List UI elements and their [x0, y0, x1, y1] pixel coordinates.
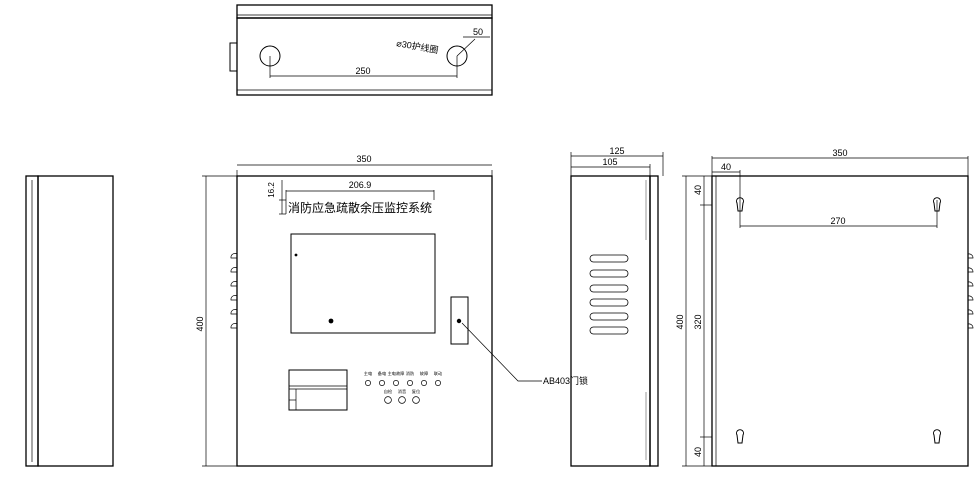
top-view-hole-label: ⌀30护线圈 — [396, 37, 440, 55]
back-dim-width: 350 — [832, 148, 847, 158]
indicator-led — [435, 380, 441, 386]
side-dim-depth-outer: 125 — [609, 146, 624, 156]
back-cabinet — [711, 175, 969, 467]
indicator-label: 主电故障 — [388, 370, 405, 377]
top-view-dim-hole-spacing: 250 — [355, 66, 370, 76]
button-label: 复位 — [412, 388, 420, 395]
front-dim-height: 400 — [195, 316, 205, 331]
indicator-led — [393, 380, 399, 386]
top-view-body — [236, 17, 493, 96]
self-test-button[interactable] — [384, 396, 392, 404]
indicator-label: 备电 — [378, 370, 387, 377]
hinge-tab — [967, 323, 974, 329]
left-side-body — [37, 175, 114, 467]
back-dim-height: 400 — [675, 314, 685, 329]
front-dim-title-height: 16.2 — [267, 182, 276, 198]
back-view: 350 40 270 400 40 320 40 — [675, 148, 974, 467]
side-body — [570, 175, 651, 467]
top-view-leader — [456, 38, 476, 57]
hinge-tab — [230, 267, 238, 273]
indicator-led — [407, 380, 413, 386]
top-view-hinge — [229, 42, 238, 72]
lock-callout-label: AB403门锁 — [543, 375, 588, 386]
top-view: 250 50 ⌀30护线圈 — [229, 4, 493, 96]
display-indicator-dot — [294, 253, 298, 257]
keyhole-slot — [933, 197, 941, 212]
door-lock-keyhole — [456, 318, 462, 324]
printer-body — [288, 369, 348, 411]
vent-slot — [589, 298, 629, 307]
indicator-label: 主电 — [364, 370, 373, 376]
hinge-tab — [967, 309, 974, 315]
hinge-tab — [230, 323, 238, 329]
back-dim-offset-left: 40 — [721, 162, 731, 172]
back-hinge-tabs — [967, 253, 974, 329]
lock-callout-leader — [461, 322, 542, 382]
vent-slot — [589, 284, 629, 293]
indicator-label: 消防 — [406, 370, 414, 377]
hinge-tab — [967, 281, 974, 287]
button-label: 自检 — [384, 388, 393, 395]
indicator-panel: 主电 备电 主电故障 消防 故障 联动 自检 消音 复位 — [364, 370, 442, 404]
keyhole-slot — [736, 429, 744, 444]
top-view-dim-edge: 50 — [473, 27, 483, 37]
vent-slot — [589, 312, 629, 321]
hinge-tab — [230, 309, 238, 315]
side-door-thickness — [649, 175, 659, 467]
hinge-tab — [967, 253, 974, 259]
vent-slot — [589, 269, 629, 278]
button-label: 消音 — [398, 388, 406, 395]
front-title-text: 消防应急疏散余压监控系统 — [288, 200, 432, 215]
display-screw-dot — [328, 318, 334, 324]
front-hinge-tabs — [230, 253, 238, 329]
indicator-label: 故障 — [420, 370, 428, 377]
back-keyholes — [736, 197, 941, 444]
top-view-lid — [236, 4, 493, 19]
left-side-view — [25, 175, 114, 467]
back-dim-vertical-spacing: 320 — [693, 314, 703, 329]
hinge-tab — [967, 267, 974, 273]
back-dim-bottom-offset: 40 — [693, 447, 703, 457]
hinge-tab — [230, 281, 238, 287]
vent-slot — [589, 254, 629, 263]
front-dim-title-width: 206.9 — [349, 180, 372, 190]
display-window — [290, 233, 436, 334]
side-vents — [589, 254, 629, 335]
front-view: 350 400 206.9 16.2 消防应急疏散余压监控系统 — [195, 154, 588, 467]
hinge-tab — [967, 295, 974, 301]
keyhole-slot — [736, 197, 744, 212]
hinge-tab — [230, 253, 238, 259]
side-view: 125 105 — [570, 146, 664, 467]
front-cabinet — [236, 175, 493, 467]
indicator-led — [365, 380, 371, 386]
printer — [288, 369, 348, 411]
side-dim-depth-inner: 105 — [602, 157, 617, 167]
indicator-label: 联动 — [434, 370, 442, 377]
reset-button[interactable] — [412, 396, 420, 404]
door-lock — [450, 296, 469, 345]
keyhole-slot — [933, 429, 941, 444]
silence-button[interactable] — [398, 396, 406, 404]
back-dim-hole-spacing: 270 — [830, 216, 845, 226]
front-dim-width: 350 — [356, 154, 371, 164]
hinge-tab — [230, 295, 238, 301]
indicator-led — [421, 380, 427, 386]
back-dim-top-offset: 40 — [693, 185, 703, 195]
vent-slot — [589, 326, 629, 335]
indicator-led — [379, 380, 385, 386]
